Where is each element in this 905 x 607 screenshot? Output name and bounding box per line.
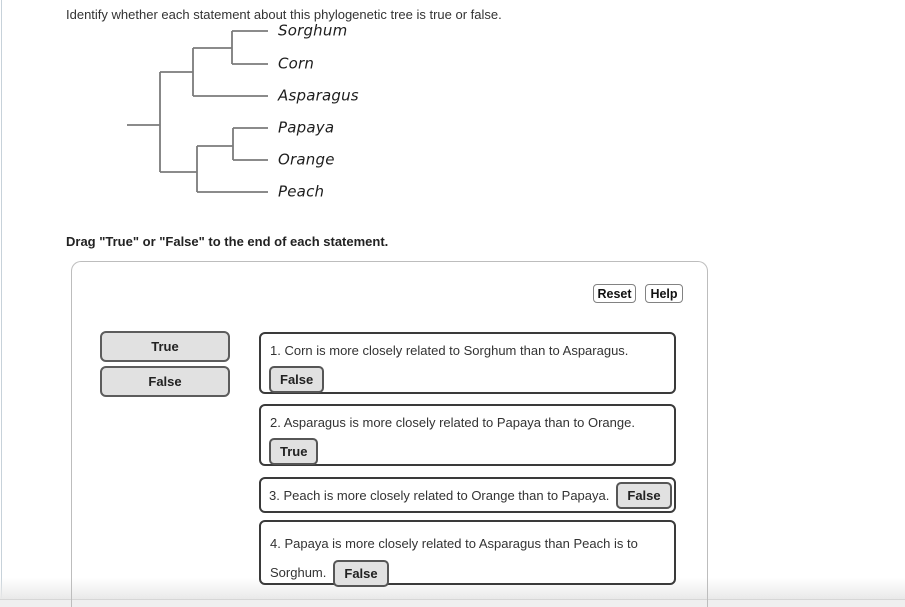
- frame-bottom-band: [0, 599, 905, 607]
- taxon-label-corn: Corn: [278, 54, 315, 73]
- help-button[interactable]: Help: [645, 284, 683, 303]
- taxon-label-asparagus: Asparagus: [278, 86, 359, 105]
- taxon-label-sorghum: Sorghum: [278, 21, 348, 40]
- statement-text-3: 3. Peach is more closely related to Oran…: [269, 487, 610, 503]
- answer-chip-4[interactable]: False: [333, 560, 389, 588]
- taxon-label-papaya: Papaya: [278, 118, 335, 137]
- frame-bottom-fade: [0, 578, 905, 599]
- question-instruction: Identify whether each statement about th…: [66, 7, 502, 22]
- statement-box-3[interactable]: 3. Peach is more closely related to Oran…: [259, 477, 676, 513]
- answer-chip-3[interactable]: False: [616, 481, 672, 509]
- taxon-label-peach: Peach: [278, 182, 325, 201]
- quiz-panel: Reset Help True False 1. Corn is more cl…: [71, 261, 708, 607]
- answer-chip-1[interactable]: False: [269, 366, 325, 393]
- statement-box-4[interactable]: 4. Papaya is more closely related to Asp…: [259, 520, 676, 588]
- statement-box-1[interactable]: 1. Corn is more closely related to Sorgh…: [259, 332, 676, 394]
- answer-chip-2[interactable]: True: [269, 438, 319, 465]
- taxon-label-orange: Orange: [278, 150, 335, 169]
- statement-text-2: 2. Asparagus is more closely related to …: [270, 415, 635, 430]
- drag-chip-false[interactable]: False: [100, 366, 230, 397]
- statement-text-4: 4. Papaya is more closely related to Asp…: [270, 536, 638, 580]
- phylogenetic-tree: Sorghum Corn Asparagus Papaya Orange Pea…: [120, 18, 370, 210]
- statement-box-2[interactable]: 2. Asparagus is more closely related to …: [259, 404, 676, 466]
- page-left-border: [1, 0, 2, 607]
- drag-chip-true[interactable]: True: [100, 331, 230, 362]
- tree-branches-graphic: [127, 30, 268, 193]
- drag-instruction: Drag "True" or "False" to the end of eac…: [66, 234, 389, 249]
- reset-button[interactable]: Reset: [593, 284, 636, 303]
- statement-text-1: 1. Corn is more closely related to Sorgh…: [270, 343, 629, 358]
